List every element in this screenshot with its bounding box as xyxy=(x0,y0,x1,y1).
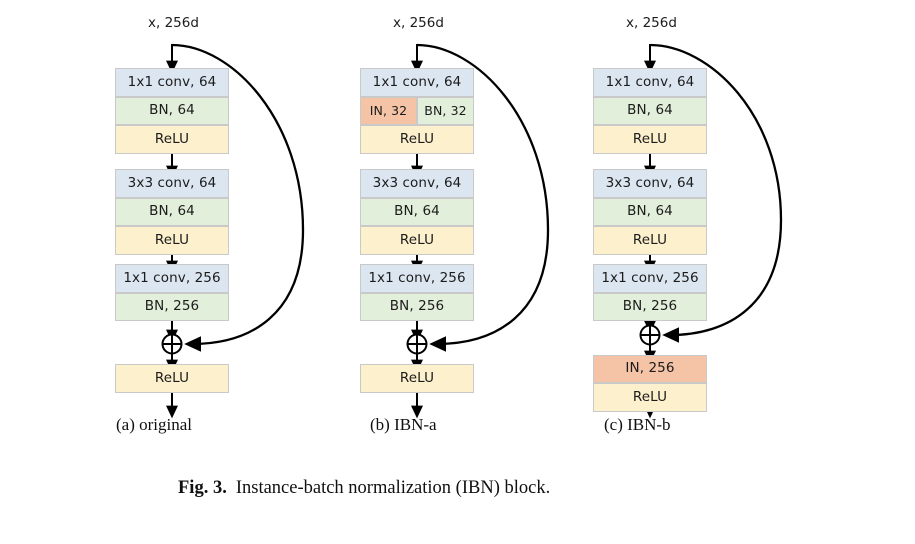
block-conv2[interactable]: 3x3 conv, 64 xyxy=(115,169,229,198)
figure-caption: Fig. 3. Instance-batch normalization (IBN… xyxy=(178,478,550,499)
block-bn3[interactable]: BN, 256 xyxy=(360,293,474,321)
block-relu1[interactable]: ReLU xyxy=(360,125,474,154)
block-relu2[interactable]: ReLU xyxy=(593,226,707,255)
input-label: x, 256d xyxy=(148,15,199,31)
block-relu3[interactable]: ReLU xyxy=(593,383,707,412)
block-relu3[interactable]: ReLU xyxy=(115,364,229,393)
block-conv1[interactable]: 1x1 conv, 64 xyxy=(360,68,474,97)
block-conv2[interactable]: 3x3 conv, 64 xyxy=(593,169,707,198)
block-instance-norm1[interactable]: IN, 32 xyxy=(360,97,417,125)
block-bn1[interactable]: BN, 64 xyxy=(593,97,707,125)
block-relu1[interactable]: ReLU xyxy=(115,125,229,154)
block-conv1[interactable]: 1x1 conv, 64 xyxy=(115,68,229,97)
block-bn2[interactable]: BN, 64 xyxy=(593,198,707,226)
block-bn1[interactable]: BN, 64 xyxy=(115,97,229,125)
block-relu3[interactable]: ReLU xyxy=(360,364,474,393)
block-relu2[interactable]: ReLU xyxy=(360,226,474,255)
block-conv3[interactable]: 1x1 conv, 256 xyxy=(360,264,474,293)
block-conv3[interactable]: 1x1 conv, 256 xyxy=(593,264,707,293)
block-bn3[interactable]: BN, 256 xyxy=(115,293,229,321)
caption-text: Instance-batch normalization (IBN) block… xyxy=(235,478,551,498)
subfigure-label-c: (c) IBN-b xyxy=(604,415,671,434)
subfigure-label-a: (a) original xyxy=(116,415,192,434)
block-relu1[interactable]: ReLU xyxy=(593,125,707,154)
subfigure-label-b: (b) IBN-a xyxy=(370,415,437,434)
block-bn2[interactable]: BN, 64 xyxy=(115,198,229,226)
block-bn1[interactable]: BN, 32 xyxy=(417,97,474,125)
block-instance-norm-out[interactable]: IN, 256 xyxy=(593,355,707,383)
block-bn2[interactable]: BN, 64 xyxy=(360,198,474,226)
block-conv3[interactable]: 1x1 conv, 256 xyxy=(115,264,229,293)
input-label: x, 256d xyxy=(626,15,677,31)
block-bn3[interactable]: BN, 256 xyxy=(593,293,707,321)
block-conv2[interactable]: 3x3 conv, 64 xyxy=(360,169,474,198)
block-conv1[interactable]: 1x1 conv, 64 xyxy=(593,68,707,97)
input-label: x, 256d xyxy=(393,15,444,31)
caption-figure-number: Fig. 3. xyxy=(178,478,227,498)
block-relu2[interactable]: ReLU xyxy=(115,226,229,255)
